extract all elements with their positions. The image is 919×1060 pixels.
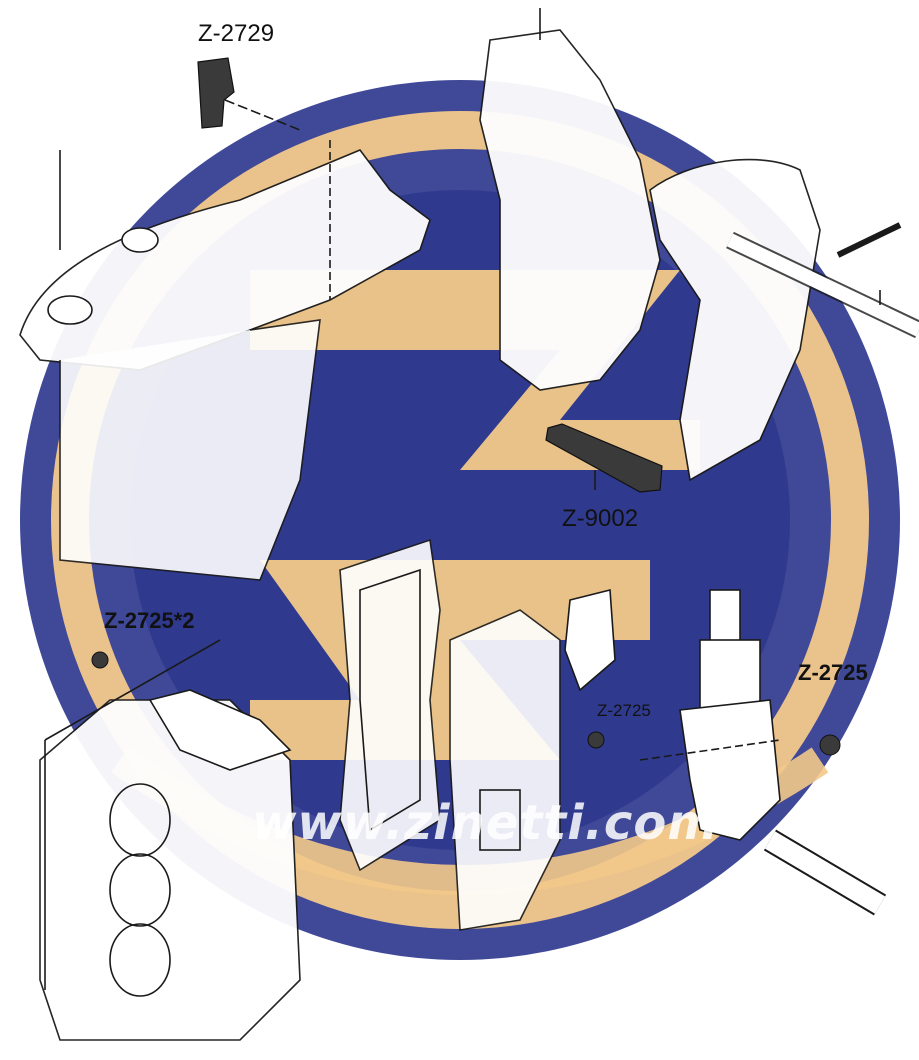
anode-z2725-small-part xyxy=(587,731,605,749)
label-z2729: Z-2729 xyxy=(198,20,275,47)
line-art xyxy=(19,8,919,1041)
anode-z9002 xyxy=(545,423,663,493)
anode-z2725-right-part xyxy=(819,734,841,756)
highlighted-parts xyxy=(91,57,841,756)
label-z2725-small: Z-2725 xyxy=(597,701,651,720)
watermark-url: www.zinetti.com xyxy=(252,795,719,851)
label-z9002: Z-9002 xyxy=(562,505,639,532)
label-z2725x2: Z-2725*2 xyxy=(104,608,195,633)
anode-z2729 xyxy=(197,57,235,129)
anode-z2725x2-part xyxy=(91,651,109,669)
label-z2725-right: Z-2725 xyxy=(798,660,868,685)
